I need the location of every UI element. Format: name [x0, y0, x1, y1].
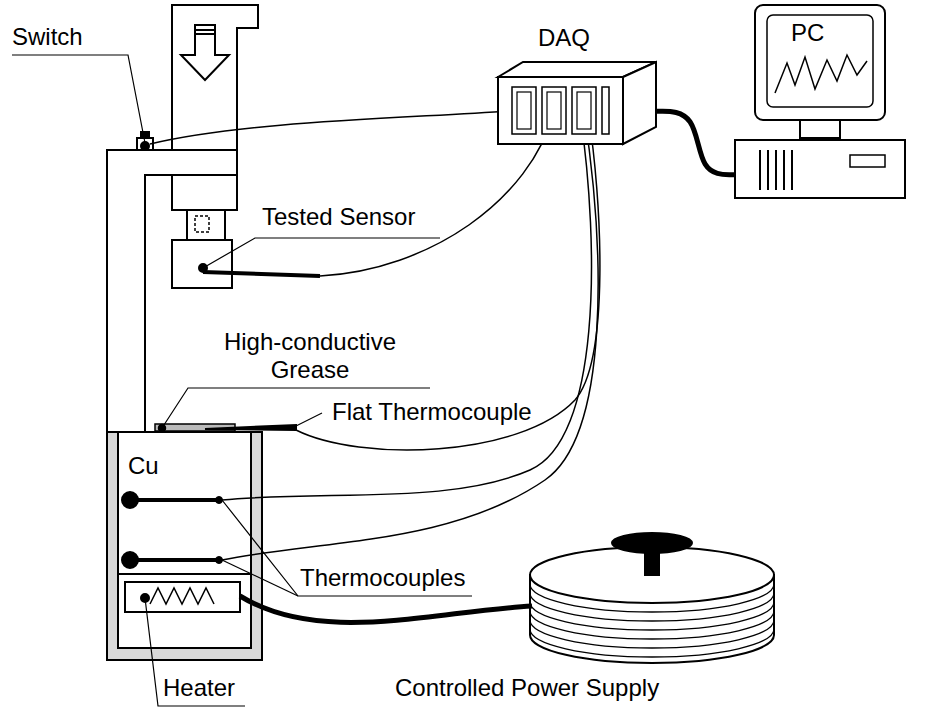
leader-lines [290, 413, 322, 429]
part-label: Heater [163, 674, 235, 702]
signal-wires [222, 112, 592, 500]
grease-layer [205, 425, 296, 430]
thermocouple-probes [130, 498, 217, 502]
signal-wires [296, 112, 600, 450]
switch-symbol [141, 132, 149, 138]
daq-unit-outline [498, 62, 656, 144]
press-column [195, 216, 209, 232]
leader-lines [222, 500, 472, 596]
leader-lines [12, 55, 472, 706]
thermocouple-probes [130, 558, 217, 562]
leader-lines [145, 598, 245, 706]
power-supply-symbol [530, 602, 774, 630]
signal-wires [150, 110, 600, 560]
thermocouple-probes [123, 493, 223, 567]
press-frame [107, 150, 237, 432]
heater-cable [240, 596, 532, 622]
power-supply-symbol [530, 593, 774, 621]
copper-block-housing [107, 432, 262, 660]
copper-block-housing [125, 582, 240, 612]
daq-unit: DAQ [498, 62, 656, 144]
press-column [195, 29, 215, 31]
power-supply-symbol [530, 629, 774, 657]
power-supply-symbol [530, 620, 774, 648]
copper-block-housing [118, 432, 251, 648]
copper-block-housing [150, 588, 214, 604]
power-supply-symbol [530, 611, 774, 639]
press-column [172, 5, 258, 210]
pc-computer: PC [735, 5, 905, 200]
press-column [181, 25, 229, 80]
part-label: High-conductive Grease [200, 328, 420, 383]
switch-symbol [141, 142, 149, 150]
part-label: Thermocouples [300, 564, 465, 592]
leader-lines [12, 55, 145, 143]
press-column [172, 5, 258, 240]
tested-sensor-body [172, 240, 232, 288]
node-title: DAQ [538, 24, 590, 52]
part-label: Switch [12, 23, 83, 51]
part-label: Flat Thermocouple [332, 398, 532, 426]
cable-connector [656, 111, 735, 174]
part-label: Tested Sensor [262, 203, 415, 231]
power-supply-symbol [530, 584, 774, 612]
node-title: PC [791, 19, 824, 47]
part-label: Cu [128, 452, 159, 480]
power-supply-symbol [612, 533, 692, 553]
press-column [187, 210, 225, 240]
heater-cable [240, 596, 532, 622]
thermocouple-probes [216, 557, 223, 564]
tested-sensor-body [203, 272, 320, 276]
thermocouple-probes [123, 493, 137, 507]
power-supply-symbol [530, 533, 774, 663]
leader-lines [222, 560, 298, 596]
thermocouple-probes [216, 497, 223, 504]
copper-block-housing [107, 432, 262, 660]
grease-layer [155, 424, 296, 432]
press-column [195, 33, 215, 35]
signal-wires [150, 110, 522, 144]
tested-sensor-body [172, 240, 320, 288]
copper-block-housing [118, 573, 251, 575]
thermocouple-probes [123, 553, 137, 567]
press-frame [107, 150, 237, 432]
part-label: Controlled Power Supply [395, 674, 659, 702]
leader-lines [203, 238, 440, 268]
